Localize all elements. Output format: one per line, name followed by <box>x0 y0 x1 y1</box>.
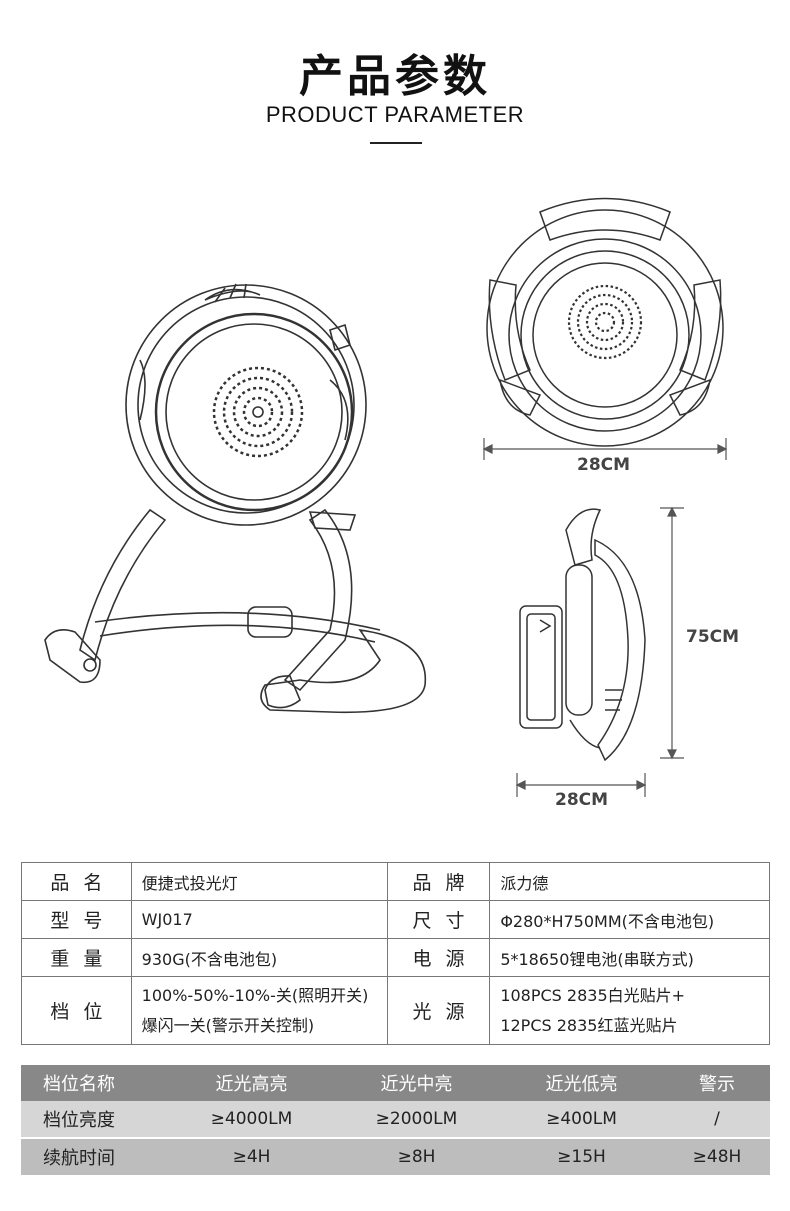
mode-header-cell: 近光低亮 <box>499 1065 664 1101</box>
table-row: 档位亮度 ≥4000LM ≥2000LM ≥400LM / <box>21 1101 770 1137</box>
spec-value: WJ017 <box>130 900 388 939</box>
spec-value: Φ280*H750MM(不含电池包) <box>489 900 770 939</box>
spec-value-line: 爆闪一关(警示开关控制) <box>141 1015 315 1035</box>
product-front-view <box>486 197 724 447</box>
mode-cell: ≥15H <box>499 1139 664 1175</box>
product-main-view <box>44 283 427 714</box>
mode-cell: 档位亮度 <box>21 1101 169 1137</box>
spec-label: 档位 <box>21 976 132 1045</box>
page-title: 产品参数 <box>299 51 491 102</box>
spec-value: 108PCS 2835白光贴片+ 12PCS 2835红蓝光贴片 <box>489 976 770 1045</box>
spec-label: 型号 <box>21 900 132 939</box>
table-row: 续航时间 ≥4H ≥8H ≥15H ≥48H <box>21 1139 770 1175</box>
spec-value-line: 100%-50%-10%-关(照明开关) <box>141 985 369 1005</box>
title-divider <box>370 142 422 144</box>
side-height-label: 75CM <box>686 627 740 647</box>
table-row: 品名 便捷式投光灯 品牌 派力德 <box>21 862 770 901</box>
mode-cell: ≥4H <box>169 1139 334 1175</box>
mode-cell: ≥8H <box>334 1139 499 1175</box>
spec-value-line: 108PCS 2835白光贴片+ <box>500 985 686 1005</box>
spec-value: 派力德 <box>489 862 770 901</box>
product-illustrations <box>44 197 728 797</box>
mode-cell: / <box>664 1101 770 1137</box>
table-row: 档位 100%-50%-10%-关(照明开关) 爆闪一关(警示开关控制) 光源 … <box>21 976 770 1045</box>
spec-label: 品名 <box>21 862 132 901</box>
mode-header-cell: 警示 <box>664 1065 770 1101</box>
spec-value: 5*18650锂电池(串联方式) <box>489 938 770 977</box>
mode-cell: ≥48H <box>664 1139 770 1175</box>
mode-cell: ≥4000LM <box>169 1101 334 1137</box>
side-height-dimension <box>660 506 684 760</box>
mode-header-cell: 档位名称 <box>21 1065 169 1101</box>
side-depth-label: 28CM <box>555 790 609 810</box>
table-row: 型号 WJ017 尺寸 Φ280*H750MM(不含电池包) <box>21 900 770 939</box>
spec-label: 电源 <box>386 938 491 977</box>
spec-label: 光源 <box>386 976 491 1045</box>
mode-table: 档位名称 近光高亮 近光中亮 近光低亮 警示 档位亮度 ≥4000LM ≥200… <box>21 1065 770 1175</box>
spec-value: 930G(不含电池包) <box>130 938 388 977</box>
side-depth-dimension <box>515 773 647 797</box>
front-width-dimension <box>482 438 728 460</box>
spec-label: 品牌 <box>386 862 491 901</box>
mode-header-cell: 近光高亮 <box>169 1065 334 1101</box>
spec-value: 便捷式投光灯 <box>130 862 388 901</box>
spec-value-line: 12PCS 2835红蓝光贴片 <box>500 1015 678 1035</box>
mode-table-header: 档位名称 近光高亮 近光中亮 近光低亮 警示 <box>21 1065 770 1101</box>
mode-header-cell: 近光中亮 <box>334 1065 499 1101</box>
row-spacer <box>21 1137 770 1139</box>
spec-value: 100%-50%-10%-关(照明开关) 爆闪一关(警示开关控制) <box>130 976 388 1045</box>
spec-label: 尺寸 <box>386 900 491 939</box>
mode-cell: ≥2000LM <box>334 1101 499 1137</box>
spec-label: 重量 <box>21 938 132 977</box>
spec-table: 品名 便捷式投光灯 品牌 派力德 型号 WJ017 尺寸 Φ280*H750MM… <box>21 862 770 1045</box>
page-subtitle: PRODUCT PARAMETER <box>265 102 525 127</box>
table-row: 重量 930G(不含电池包) 电源 5*18650锂电池(串联方式) <box>21 938 770 977</box>
mode-cell: ≥400LM <box>499 1101 664 1137</box>
mode-cell: 续航时间 <box>21 1139 169 1175</box>
product-side-view <box>519 508 646 762</box>
front-width-label: 28CM <box>577 455 631 475</box>
